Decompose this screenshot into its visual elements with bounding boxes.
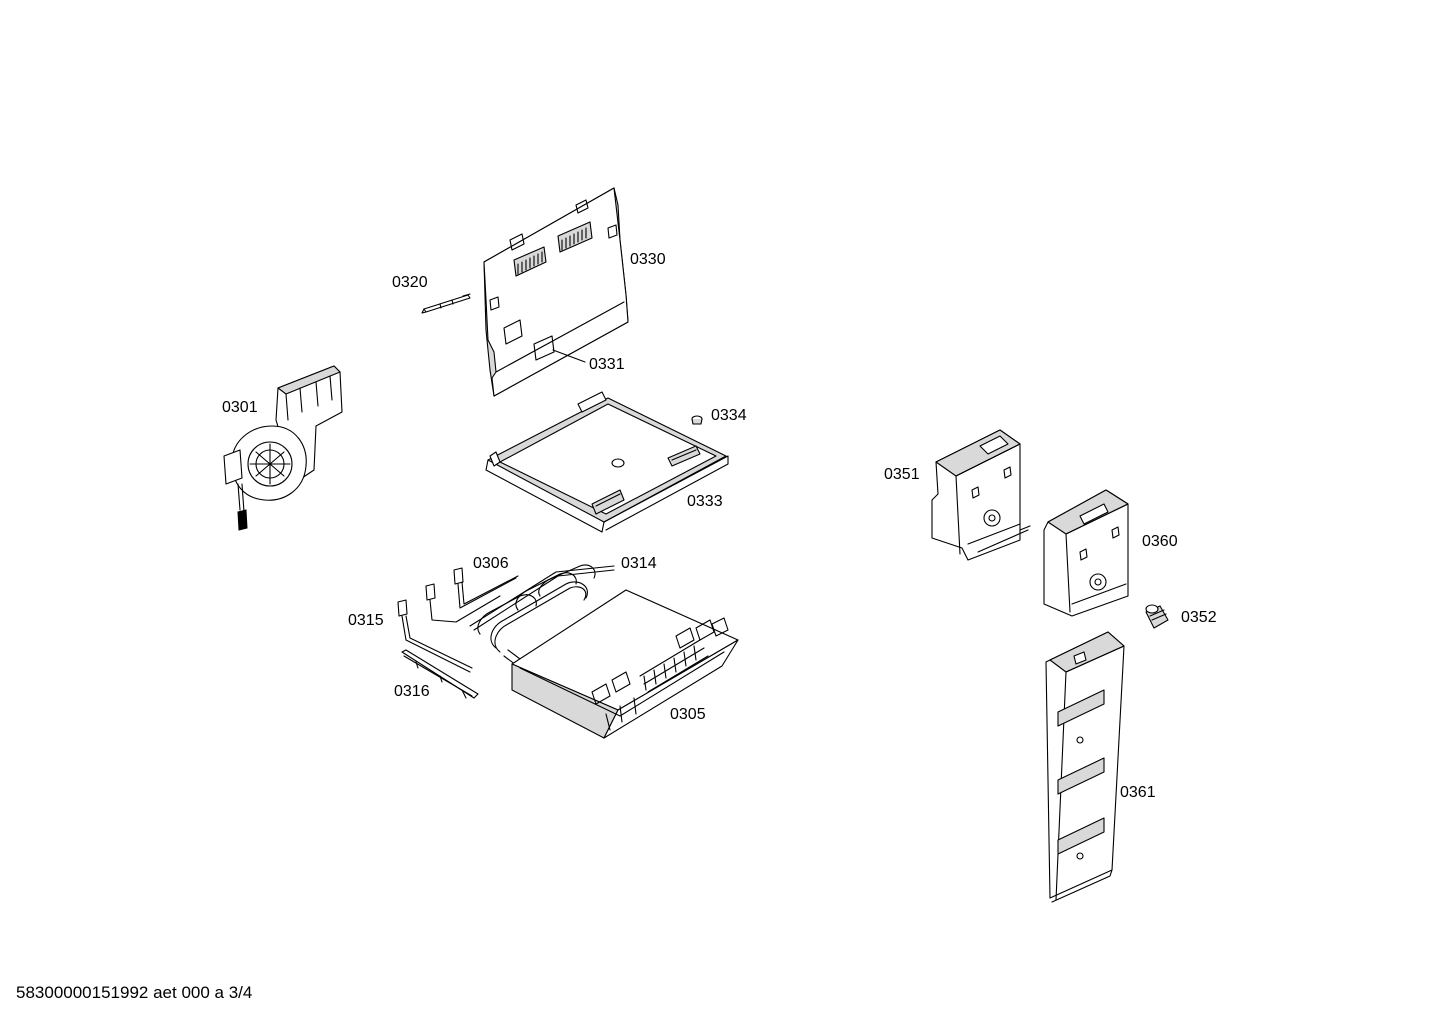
part-0320-pin: [421, 293, 471, 314]
label-0351: 0351: [884, 466, 920, 483]
leader-0331: [552, 349, 586, 363]
part-0361-plate: [1045, 631, 1125, 903]
label-0361: 0361: [1120, 784, 1156, 801]
part-0330-panel: [483, 187, 629, 397]
label-0334: 0334: [711, 407, 747, 424]
part-0315-wire: [397, 599, 473, 673]
part-0333-tray: [485, 391, 729, 533]
part-0314-heater: [469, 564, 615, 669]
part-0334-plug: [691, 415, 703, 425]
part-0301-fan: [223, 365, 343, 531]
part-0360-housing: [1043, 489, 1129, 617]
label-0331: 0331: [589, 356, 625, 373]
label-0306: 0306: [473, 555, 509, 572]
part-0351-housing: [931, 429, 1031, 561]
label-0314: 0314: [621, 555, 657, 572]
part-0306-sensor: [425, 567, 519, 623]
document-id: 58300000151992 aet 000 a 3/4: [16, 983, 253, 1002]
label-0315: 0315: [348, 612, 384, 629]
part-0316-strip: [401, 649, 479, 699]
label-0330: 0330: [630, 251, 666, 268]
label-0301: 0301: [222, 399, 258, 416]
part-0352-knob: [1145, 604, 1169, 629]
label-0316: 0316: [394, 683, 430, 700]
label-0352: 0352: [1181, 609, 1217, 626]
label-0333: 0333: [687, 493, 723, 510]
label-0305: 0305: [670, 706, 706, 723]
part-0305-box: [511, 589, 739, 739]
label-0320: 0320: [392, 274, 428, 291]
label-0360: 0360: [1142, 533, 1178, 550]
